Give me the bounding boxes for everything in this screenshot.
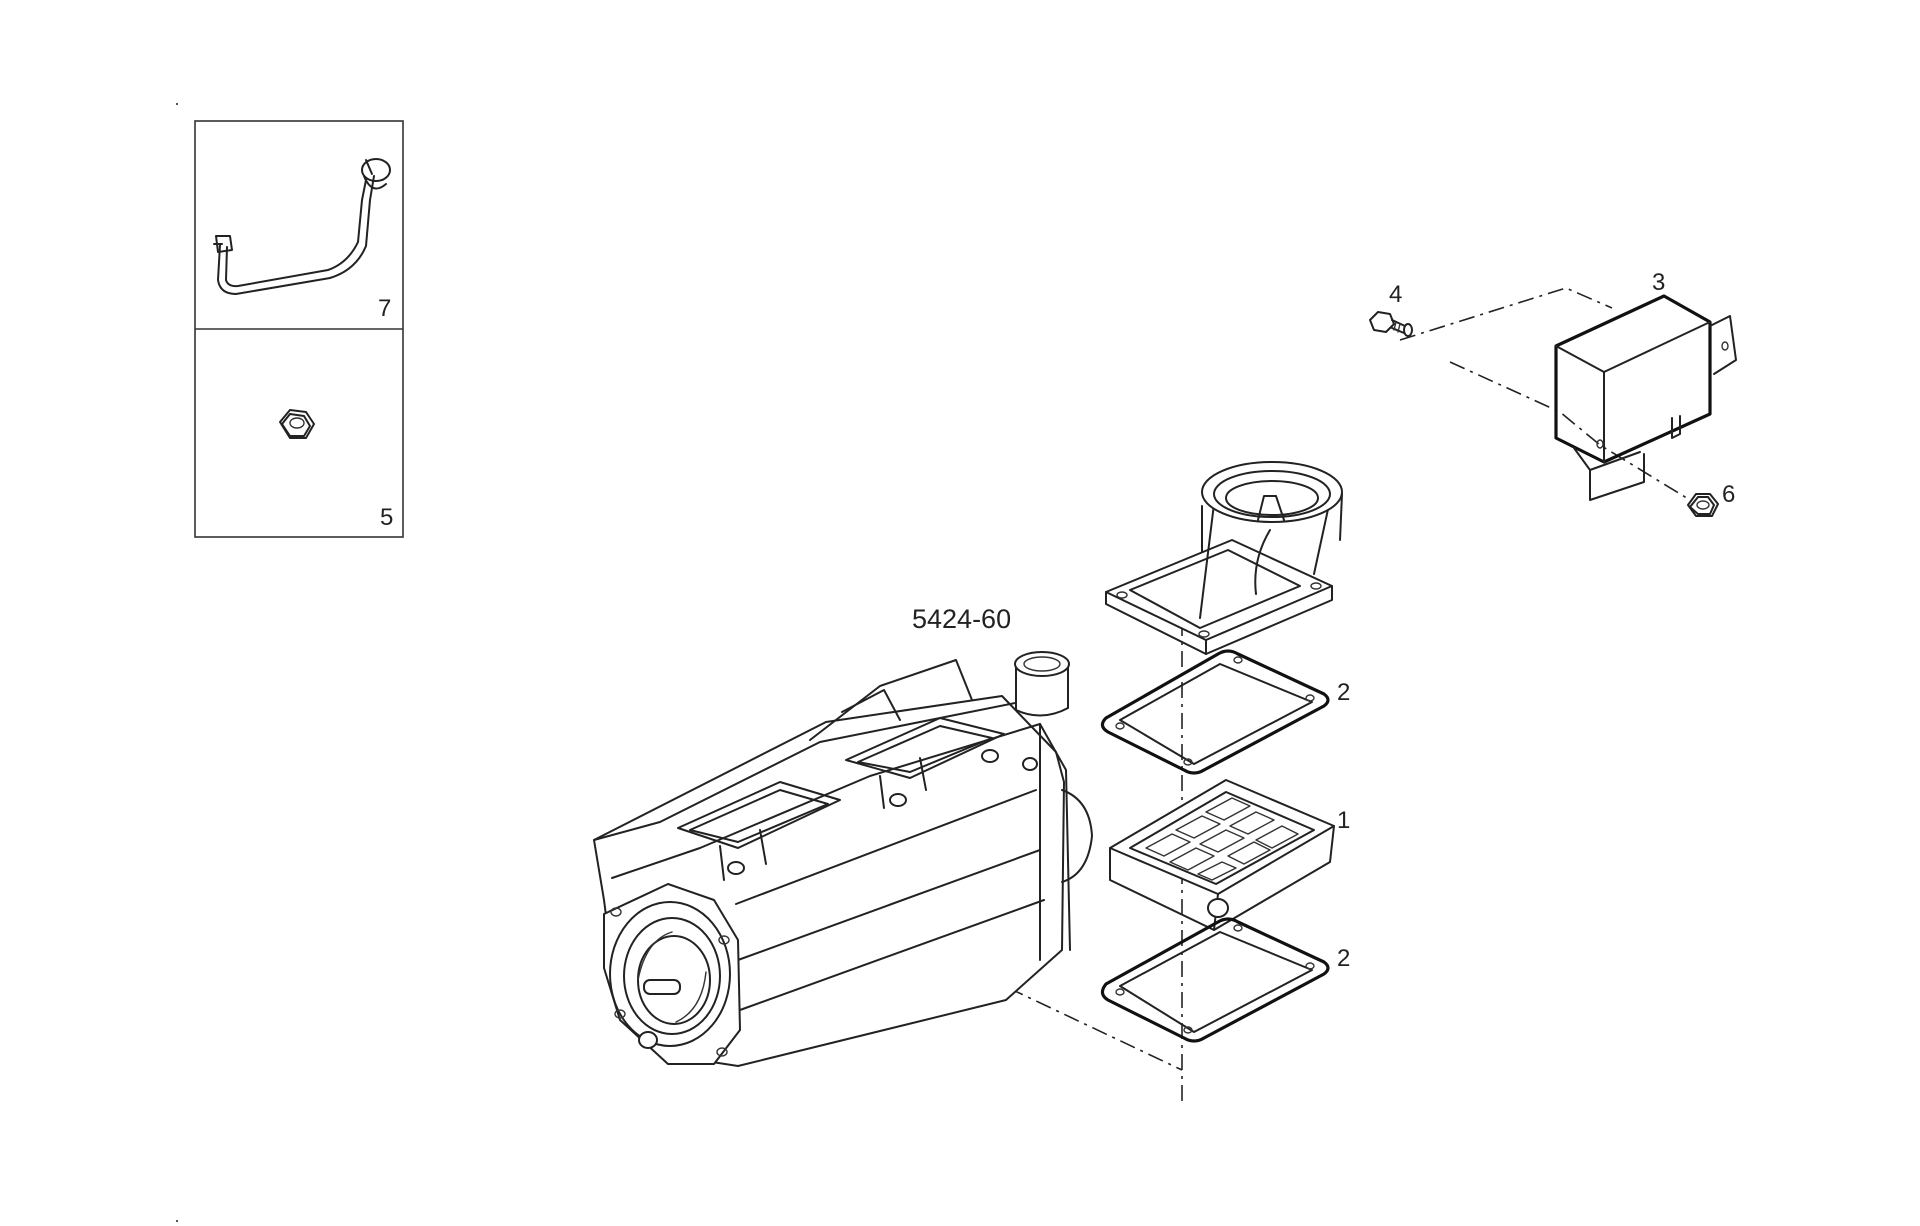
- cable-part-7: [213, 158, 391, 295]
- corner-mark-top: [176, 103, 178, 105]
- intake-adapter: [1105, 461, 1343, 655]
- front-cover: [603, 883, 741, 1065]
- assembly-reference-label: 5424-60: [912, 604, 1011, 634]
- mounting-bracket-part-3: [1554, 294, 1737, 501]
- bolt-part-4: [1369, 311, 1413, 337]
- nut-part-6: [1687, 493, 1719, 517]
- gasket-part-2-upper: [1100, 649, 1330, 775]
- bracket-group: 4 3 6: [1369, 269, 1737, 517]
- part-label-1: 1: [1337, 807, 1350, 834]
- hex-nut-part-5: [279, 409, 315, 439]
- part-label-5: 5: [380, 504, 393, 531]
- part-label-2-lower: 2: [1337, 945, 1350, 972]
- reed-valve-stack: 2 1 2: [699, 461, 1350, 1104]
- inset-parts-box: 7 5: [194, 120, 404, 538]
- corner-mark-bottom: [176, 1220, 178, 1222]
- part-label-3: 3: [1652, 269, 1665, 296]
- part-label-7: 7: [378, 295, 391, 322]
- part-label-2-upper: 2: [1337, 679, 1350, 706]
- part-label-6: 6: [1722, 481, 1735, 508]
- reed-valve-part-1: [1109, 779, 1335, 931]
- part-label-4: 4: [1389, 281, 1402, 308]
- engine-housing: [593, 651, 1093, 1067]
- gasket-part-2-lower: [1100, 917, 1330, 1043]
